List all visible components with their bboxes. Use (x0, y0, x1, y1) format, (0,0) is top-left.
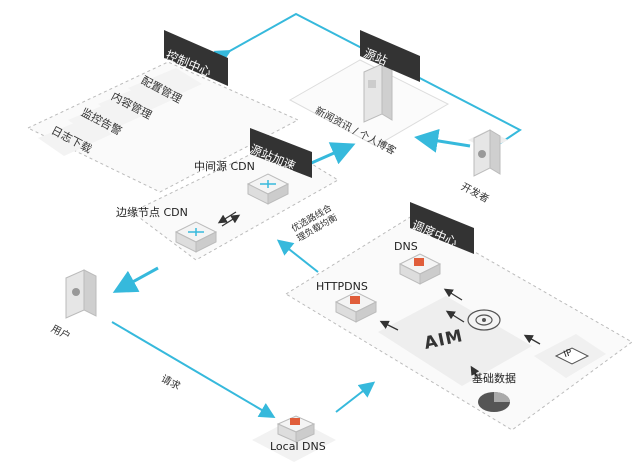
control-center-panel (26, 61, 300, 193)
edge-mid-arrow-up (221, 214, 241, 227)
httpdns-label: HTTPDNS (316, 280, 368, 293)
pie-chart-icon (478, 392, 510, 412)
ip-to-aim-arrow (523, 334, 541, 345)
local-dns-server-icon (276, 415, 316, 443)
control-item-box (38, 118, 112, 156)
mid-cdn-label: 中间源 CDN (194, 160, 255, 173)
edge-cdn-label: 边缘节点 CDN (116, 206, 188, 219)
user-server-icon (65, 269, 97, 319)
mid-cdn-box-icon (246, 173, 290, 205)
developer-server-icon (468, 129, 508, 177)
control-center-title-bg (164, 30, 228, 86)
ip-icon (554, 347, 590, 365)
developer-to-origin-arrow (414, 128, 471, 153)
local-dns-label: Local DNS (270, 440, 326, 453)
local-dns-to-dispatch-line (335, 381, 376, 413)
target-icon (467, 309, 501, 331)
aim-to-dns-arrow (443, 288, 463, 301)
edge-mid-arrow-down (217, 211, 237, 224)
acceleration-title-bg (250, 128, 312, 178)
aim-to-httpdns-arrow (379, 320, 399, 331)
httpdns-server-icon (334, 291, 378, 323)
origin-server-icon (363, 63, 393, 123)
edge-to-user-arrow (112, 266, 159, 293)
edge-cdn-box-icon (174, 221, 218, 253)
target-to-aim-arrow (445, 310, 465, 323)
dispatch-to-accel-line (276, 239, 319, 273)
user-to-local-dns-line (111, 321, 276, 419)
origin-title-bg (360, 30, 420, 82)
dns-label: DNS (394, 240, 418, 253)
dns-server-icon (398, 253, 442, 285)
base-data-label: 基础数据 (472, 372, 516, 385)
dispatch-title-bg (410, 202, 474, 254)
aim-panel (378, 296, 532, 386)
data-to-aim-arrow (470, 365, 480, 379)
